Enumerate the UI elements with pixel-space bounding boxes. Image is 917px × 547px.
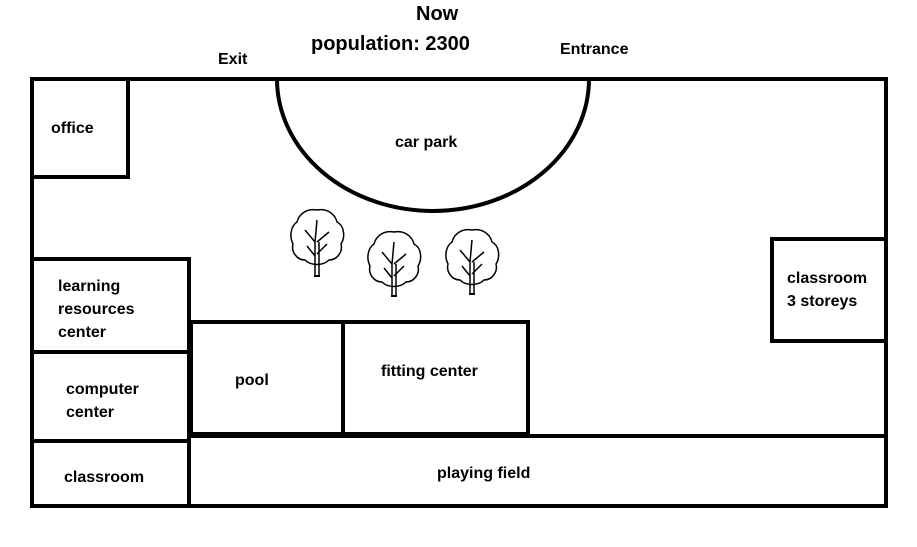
- population-label: population: 2300: [311, 33, 470, 55]
- office-room: [30, 77, 130, 179]
- classroom-storeys-label: classroom 3 storeys: [787, 267, 867, 313]
- learning-resources-label: learning resources center: [58, 275, 135, 344]
- computer-center-label: computer center: [66, 378, 139, 424]
- learning-resources-line-2: resources: [58, 301, 135, 318]
- computer-center-line-1: computer: [66, 381, 139, 398]
- tree-icon: [290, 208, 345, 277]
- pool-label: pool: [235, 372, 269, 389]
- learning-resources-line-1: learning: [58, 278, 121, 295]
- entrance-label: Entrance: [560, 41, 629, 58]
- office-label: office: [51, 120, 94, 137]
- classroom-storeys-line-1: classroom: [787, 270, 868, 287]
- car-park-outline: [275, 78, 591, 213]
- tree-icon: [367, 230, 422, 297]
- fitting-center-label: fitting center: [381, 363, 478, 380]
- classroom-storeys-room: [770, 237, 888, 343]
- tree-icon: [445, 228, 500, 295]
- playing-field-label: playing field: [437, 465, 531, 482]
- classroom-label: classroom: [64, 469, 145, 486]
- computer-center-line-2: center: [66, 404, 115, 421]
- car-park-label: car park: [395, 134, 458, 151]
- classroom-storeys-line-2: 3 storeys: [787, 293, 858, 310]
- classroom-room: [30, 439, 191, 508]
- map-title: Now: [416, 3, 459, 25]
- exit-label: Exit: [218, 51, 248, 68]
- learning-resources-line-3: center: [58, 324, 107, 341]
